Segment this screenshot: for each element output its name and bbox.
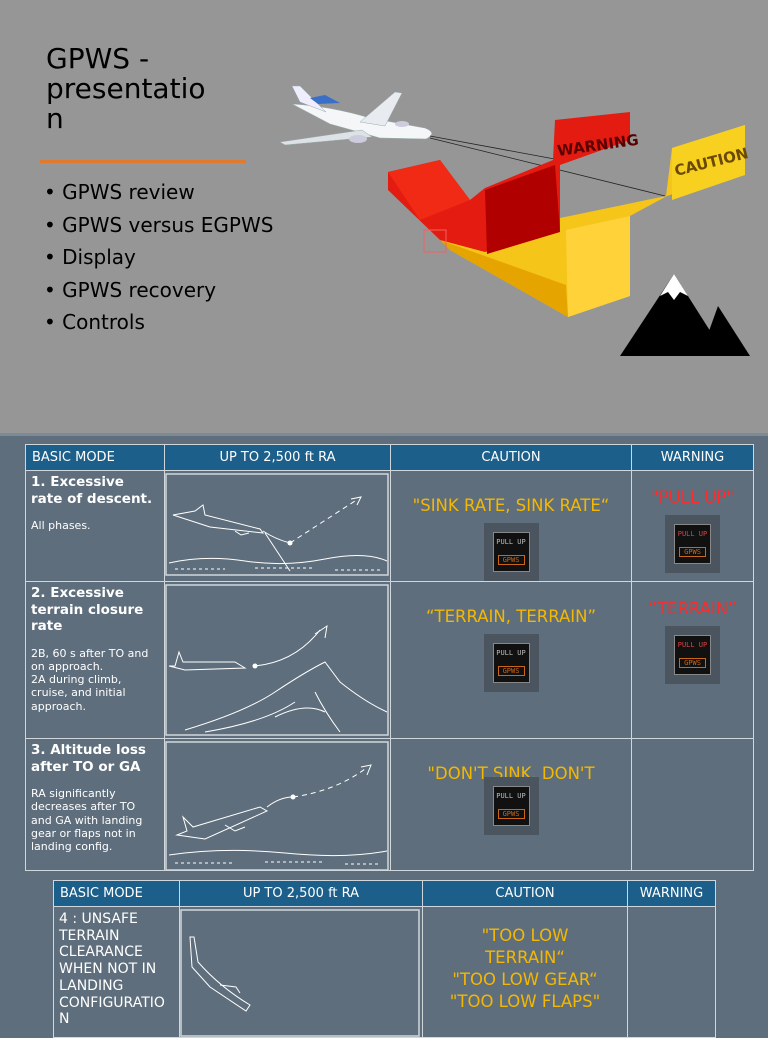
- mode-title: 2. Excessive terrain closure rate: [31, 585, 144, 634]
- button-bottom-label: GPWS: [497, 809, 525, 819]
- header-caution: CAUTION: [390, 444, 632, 471]
- slide-divider: [0, 433, 768, 436]
- table-header-row: BASIC MODE UP TO 2,500 ft RA CAUTION WAR…: [53, 880, 716, 907]
- header-range: UP TO 2,500 ft RA: [179, 880, 423, 907]
- title-underline: [40, 160, 246, 163]
- descent-diagram: [165, 473, 389, 576]
- gpws-pull-up-button[interactable]: PULL UP GPWS: [483, 523, 539, 581]
- button-top-label: PULL UP: [496, 649, 526, 657]
- header-warning: WARNING: [627, 880, 716, 907]
- altitude-loss-diagram: [165, 741, 389, 870]
- button-top-label: PULL UP: [677, 641, 708, 649]
- gpws-pull-up-button[interactable]: PULL UP GPWS: [665, 515, 720, 573]
- header-basic-mode: BASIC MODE: [53, 880, 180, 907]
- bullet-item: Controls: [44, 306, 273, 339]
- caution-callout: "DON'T SINK, DON'T: [427, 764, 595, 783]
- caution-callout: “TERRAIN, TERRAIN”: [425, 607, 597, 626]
- bullet-list: GPWS review GPWS versus EGPWS Display GP…: [44, 176, 273, 339]
- mode-description: RA significantly decreases after TO and …: [31, 787, 143, 854]
- header-warning: WARNING: [631, 444, 754, 471]
- header-basic-mode: BASIC MODE: [25, 444, 165, 471]
- bullet-item: GPWS review: [44, 176, 273, 209]
- table-row: 4 : UNSAFE TERRAIN CLEARANCE WHEN NOT IN…: [53, 906, 716, 1038]
- caution-callout: "TOO LOW TERRAIN“ "TOO LOW GEAR“ "TOO LO…: [449, 926, 601, 1011]
- mode-title: 4 : UNSAFE TERRAIN CLEARANCE WHEN NOT IN…: [59, 911, 165, 1028]
- button-top-label: PULL UP: [677, 530, 708, 538]
- button-bottom-label: GPWS: [497, 555, 525, 565]
- table-header-row: BASIC MODE UP TO 2,500 ft RA CAUTION WAR…: [25, 444, 754, 471]
- button-bottom-label: GPWS: [679, 547, 706, 557]
- button-bottom-label: GPWS: [679, 658, 706, 668]
- header-range: UP TO 2,500 ft RA: [164, 444, 391, 471]
- gpws-pull-up-button[interactable]: PULL UP GPWS: [483, 634, 539, 692]
- unsafe-clearance-diagram: [180, 909, 420, 1037]
- header-caution: CAUTION: [422, 880, 628, 907]
- mode-description: All phases.: [31, 519, 91, 532]
- gpws-pull-up-button[interactable]: PULL UP GPWS: [483, 777, 539, 835]
- bullet-item: Display: [44, 241, 273, 274]
- warning-callout: “TERRAIN”: [648, 599, 737, 618]
- table-row: 2. Excessive terrain closure rate 2B, 60 …: [25, 581, 754, 739]
- mountain-icon: [620, 274, 750, 356]
- title-slide: GPWS - presentatio n GPWS review GPWS ve…: [0, 0, 768, 433]
- warning-callout: "PULL UP": [651, 488, 734, 507]
- airplane-icon: [279, 85, 433, 146]
- gpws-pull-up-button[interactable]: PULL UP GPWS: [665, 626, 720, 684]
- bullet-item: GPWS recovery: [44, 274, 273, 307]
- caution-callout: "SINK RATE, SINK RATE“: [412, 496, 610, 515]
- mode-title: 1. Excessive rate of descent.: [31, 474, 153, 507]
- gpws-mode4-table: BASIC MODE UP TO 2,500 ft RA CAUTION WAR…: [53, 880, 716, 1038]
- button-top-label: PULL UP: [496, 792, 526, 800]
- mode-title: 3. Altitude loss after TO or GA: [31, 742, 146, 775]
- warning-envelope-illustration: WARNING CAUTION: [279, 85, 750, 317]
- terrain-closure-diagram: [165, 584, 389, 736]
- gpws-modes-table: BASIC MODE UP TO 2,500 ft RA CAUTION WAR…: [25, 444, 754, 871]
- slide-title: GPWS - presentatio n: [46, 42, 206, 135]
- bullet-item: GPWS versus EGPWS: [44, 209, 273, 242]
- table-row: 3. Altitude loss after TO or GA RA signif…: [25, 738, 754, 871]
- mode-description: 2B, 60 s after TO and on approach. 2A du…: [31, 646, 149, 713]
- table-row: 1. Excessive rate of descent. All phases.: [25, 470, 754, 582]
- button-bottom-label: GPWS: [497, 666, 525, 676]
- button-top-label: PULL UP: [496, 538, 526, 546]
